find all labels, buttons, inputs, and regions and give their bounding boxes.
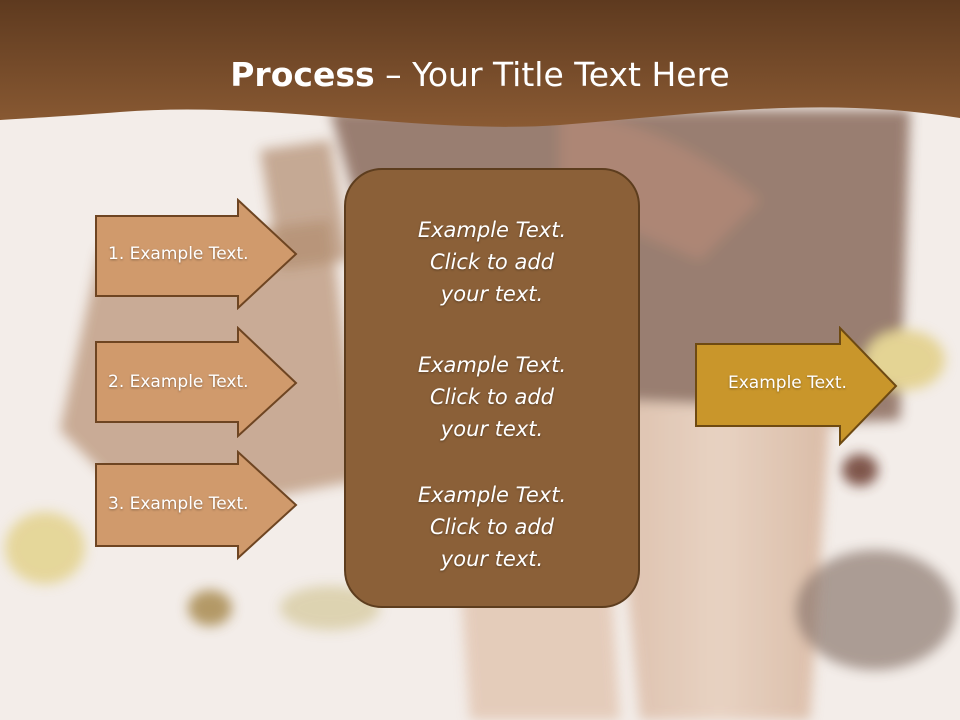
slide-title[interactable]: Process – Your Title Text Here xyxy=(0,52,960,98)
paragraph-line: Click to add xyxy=(429,385,554,409)
paragraph-line: your text. xyxy=(440,417,544,441)
left-arrow-2[interactable]: 2. Example Text. xyxy=(94,326,300,438)
paragraph-line: your text. xyxy=(440,547,544,571)
left-arrow-label: 2. Example Text. xyxy=(108,372,249,392)
paragraph-line: Click to add xyxy=(429,515,554,539)
center-paragraph-2: Example Text. Click to add your text. xyxy=(346,349,638,445)
paragraph-line: Example Text. xyxy=(417,353,567,377)
right-arrow[interactable]: Example Text. xyxy=(694,326,900,446)
left-arrow-label: 3. Example Text. xyxy=(108,494,249,514)
title-bold: Process xyxy=(230,55,375,94)
center-text-box[interactable]: Example Text. Click to add your text. Ex… xyxy=(344,168,640,608)
title-rest: – Your Title Text Here xyxy=(374,55,730,94)
right-arrow-label: Example Text. xyxy=(728,373,847,393)
arrow-shape xyxy=(695,326,898,446)
paragraph-line: Example Text. xyxy=(417,218,567,242)
left-arrow-label: 1. Example Text. xyxy=(108,244,249,264)
arrow-shape xyxy=(95,326,298,438)
center-paragraph-3: Example Text. Click to add your text. xyxy=(346,479,638,575)
paragraph-line: Example Text. xyxy=(417,483,567,507)
arrow-shape xyxy=(95,198,298,310)
paragraph-line: your text. xyxy=(440,282,544,306)
paragraph-line: Click to add xyxy=(429,250,554,274)
left-arrow-3[interactable]: 3. Example Text. xyxy=(94,450,300,562)
center-paragraph-1: Example Text. Click to add your text. xyxy=(346,214,638,310)
arrow-shape xyxy=(95,450,298,561)
left-arrow-1[interactable]: 1. Example Text. xyxy=(94,198,300,310)
